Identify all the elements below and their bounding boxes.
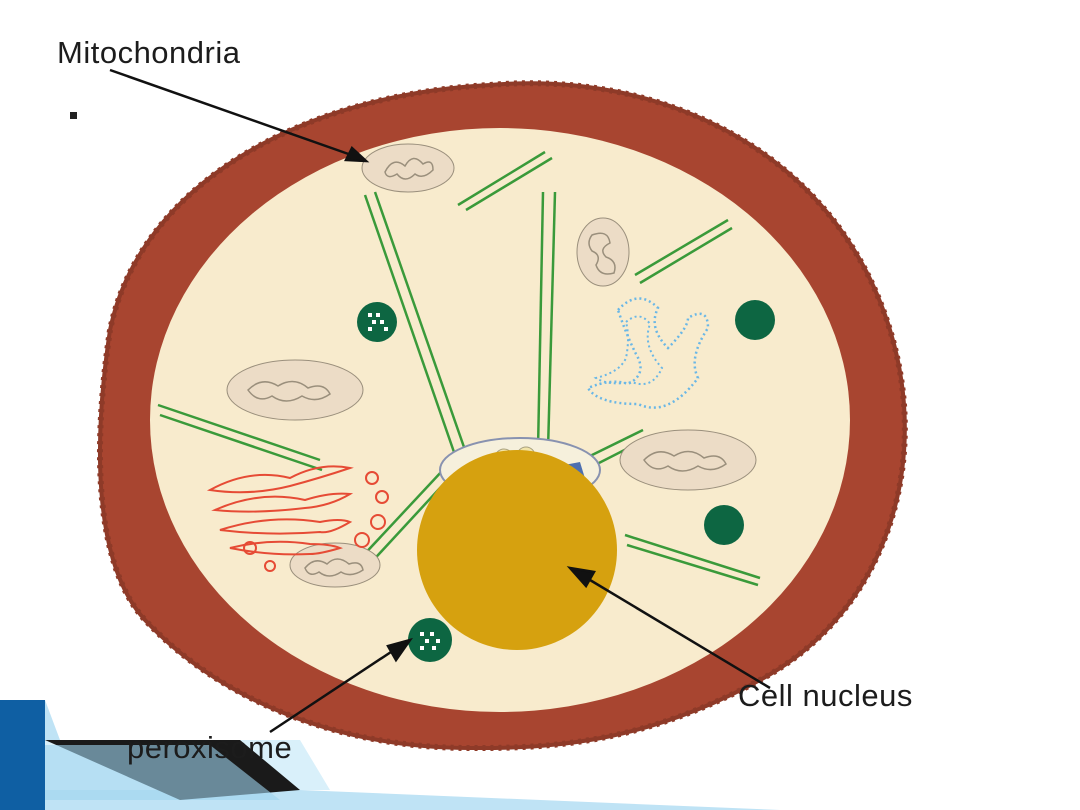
peroxisome [408, 618, 452, 662]
mitochondria-group [226, 143, 757, 588]
endoplasmic-reticulum [586, 297, 710, 409]
label-cell-nucleus: Cell nucleus [738, 678, 913, 713]
mitochondrion [576, 217, 630, 287]
peroxisome [357, 302, 397, 342]
dark-body [704, 505, 744, 545]
label-mitochondria: Mitochondria [57, 35, 241, 70]
mitochondrion [226, 359, 364, 421]
mitochondrion [619, 429, 757, 491]
golgi-apparatus [206, 465, 389, 572]
bullet-marker [70, 112, 77, 119]
slide-ribbon-decoration [0, 700, 780, 810]
mitochondrion [361, 143, 455, 193]
label-peroxisome: peroxisome [127, 730, 293, 765]
pointer-arrows [109, 68, 771, 734]
dark-body [735, 300, 775, 340]
peroxisome-bodies [357, 300, 775, 662]
cell-nucleus [417, 450, 617, 650]
